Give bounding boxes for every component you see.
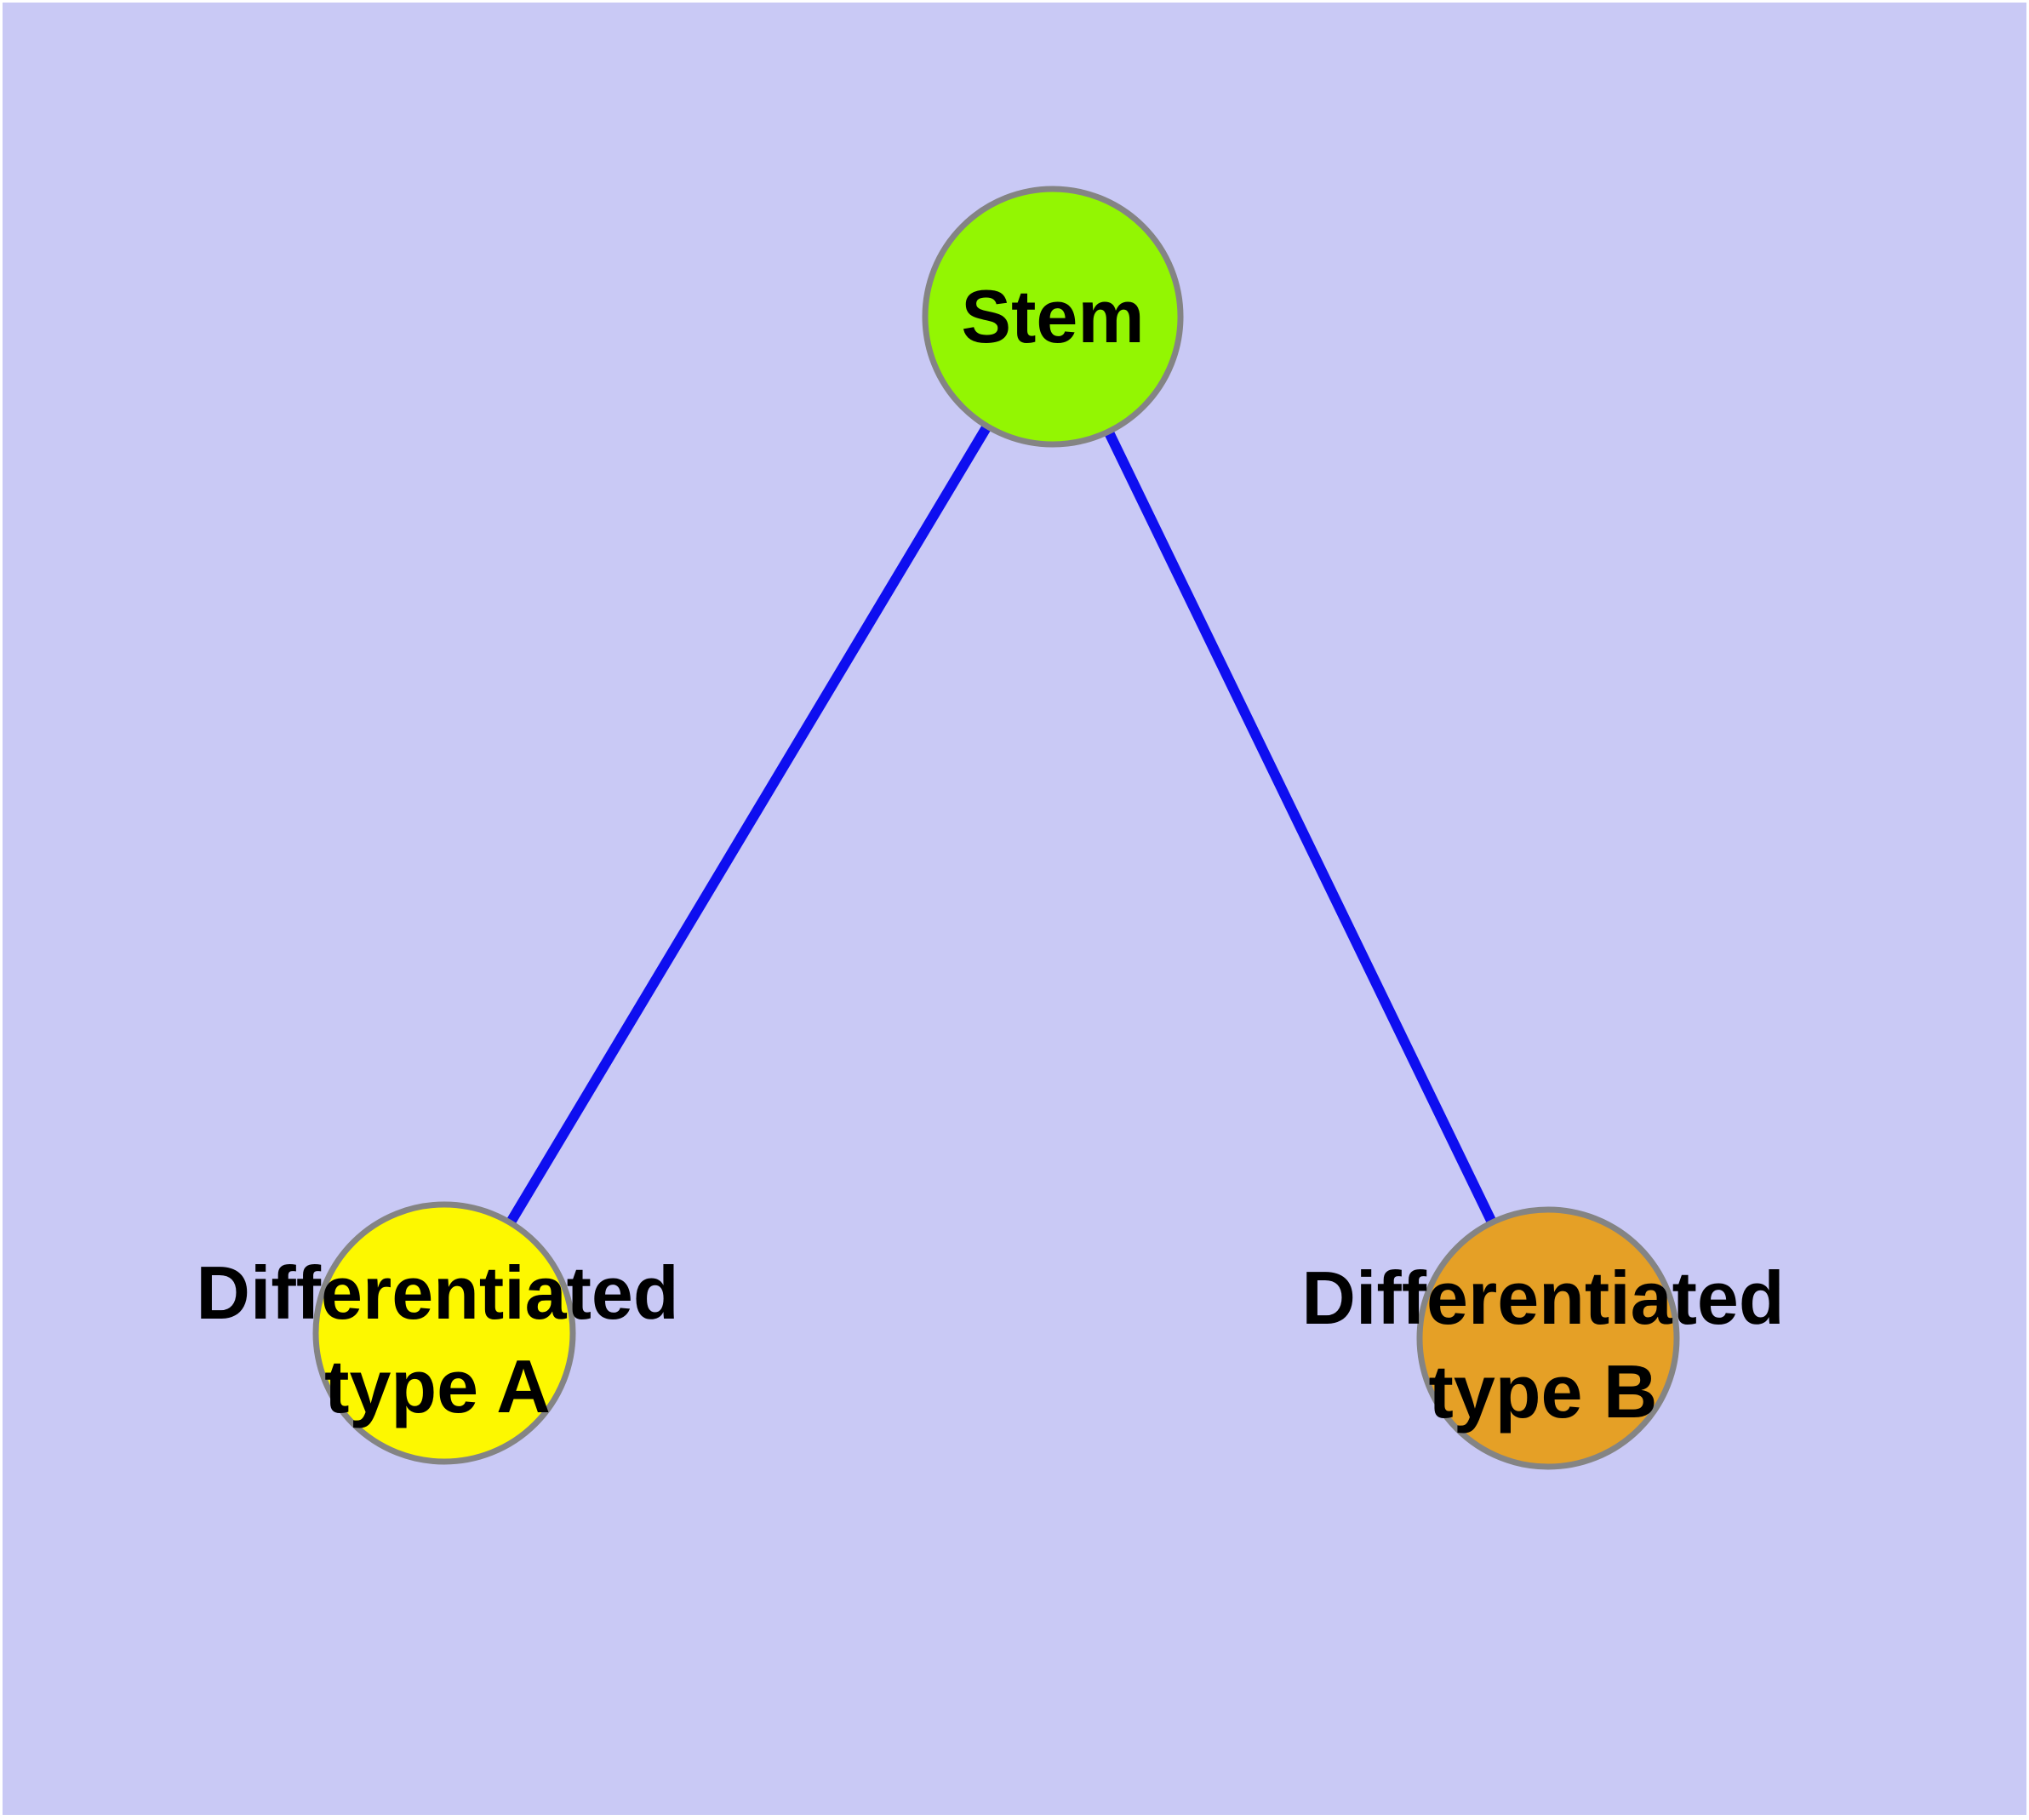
node-differentiated-type-a-circle [312, 1201, 576, 1465]
node-differentiated-type-a-label: Differentiated type A [196, 1251, 679, 1428]
edge-stem-to-type-b [1048, 314, 1553, 1341]
node-differentiated-type-b-label: Differentiated type B [1301, 1256, 1785, 1434]
node-stem-label: Stem [961, 274, 1145, 358]
node-differentiated-type-b-circle [1416, 1206, 1680, 1470]
node-stem-circle [922, 186, 1184, 448]
edge-stem-to-type-a [439, 313, 1058, 1336]
